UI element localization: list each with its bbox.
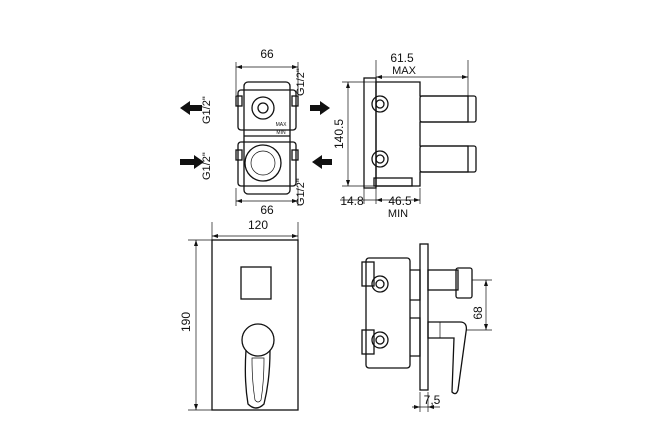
arrow-out-left-icon [180,101,202,115]
dim-side-depth-max: 61.5 [390,51,414,65]
cover-plate-front: 120 190 [179,218,299,411]
label-max-part: MAX [276,122,288,128]
dim-top-width: 66 [260,47,274,61]
label-side-max: MAX [392,65,417,77]
dim-plate-width: 120 [248,218,268,232]
dim-side-offset: 14.8 [340,194,364,208]
dim-handle-height: 68 [471,306,485,320]
body-side-view: 61.5 MAX 140.5 14.8 46.5 MIN [332,51,477,220]
dim-plate-thickness: 7,5 [424,393,441,407]
arrow-out-right-icon [310,101,330,115]
arrow-in-right-icon [312,155,332,169]
thread-top-left: G1/2" [201,96,213,124]
label-min-part: MIN [276,130,286,136]
dim-plate-height: 190 [179,312,193,332]
thread-bottom-left: G1/2" [201,152,213,180]
dim-side-depth-min: 46.5 [388,194,412,208]
dim-side-height: 140.5 [332,119,346,149]
dim-bottom-width: 66 [260,203,274,217]
label-side-min: MIN [388,208,408,220]
assembly-side-view: 68 7,5 [361,243,492,412]
arrow-in-left-icon [180,155,204,169]
thread-bottom-right: G1/2" [295,178,307,206]
thread-top-right: G1/2" [295,68,307,96]
body-front-view: 66 MAX MIN G1/2" G1/2" G1/2" G1/2" [180,47,332,217]
